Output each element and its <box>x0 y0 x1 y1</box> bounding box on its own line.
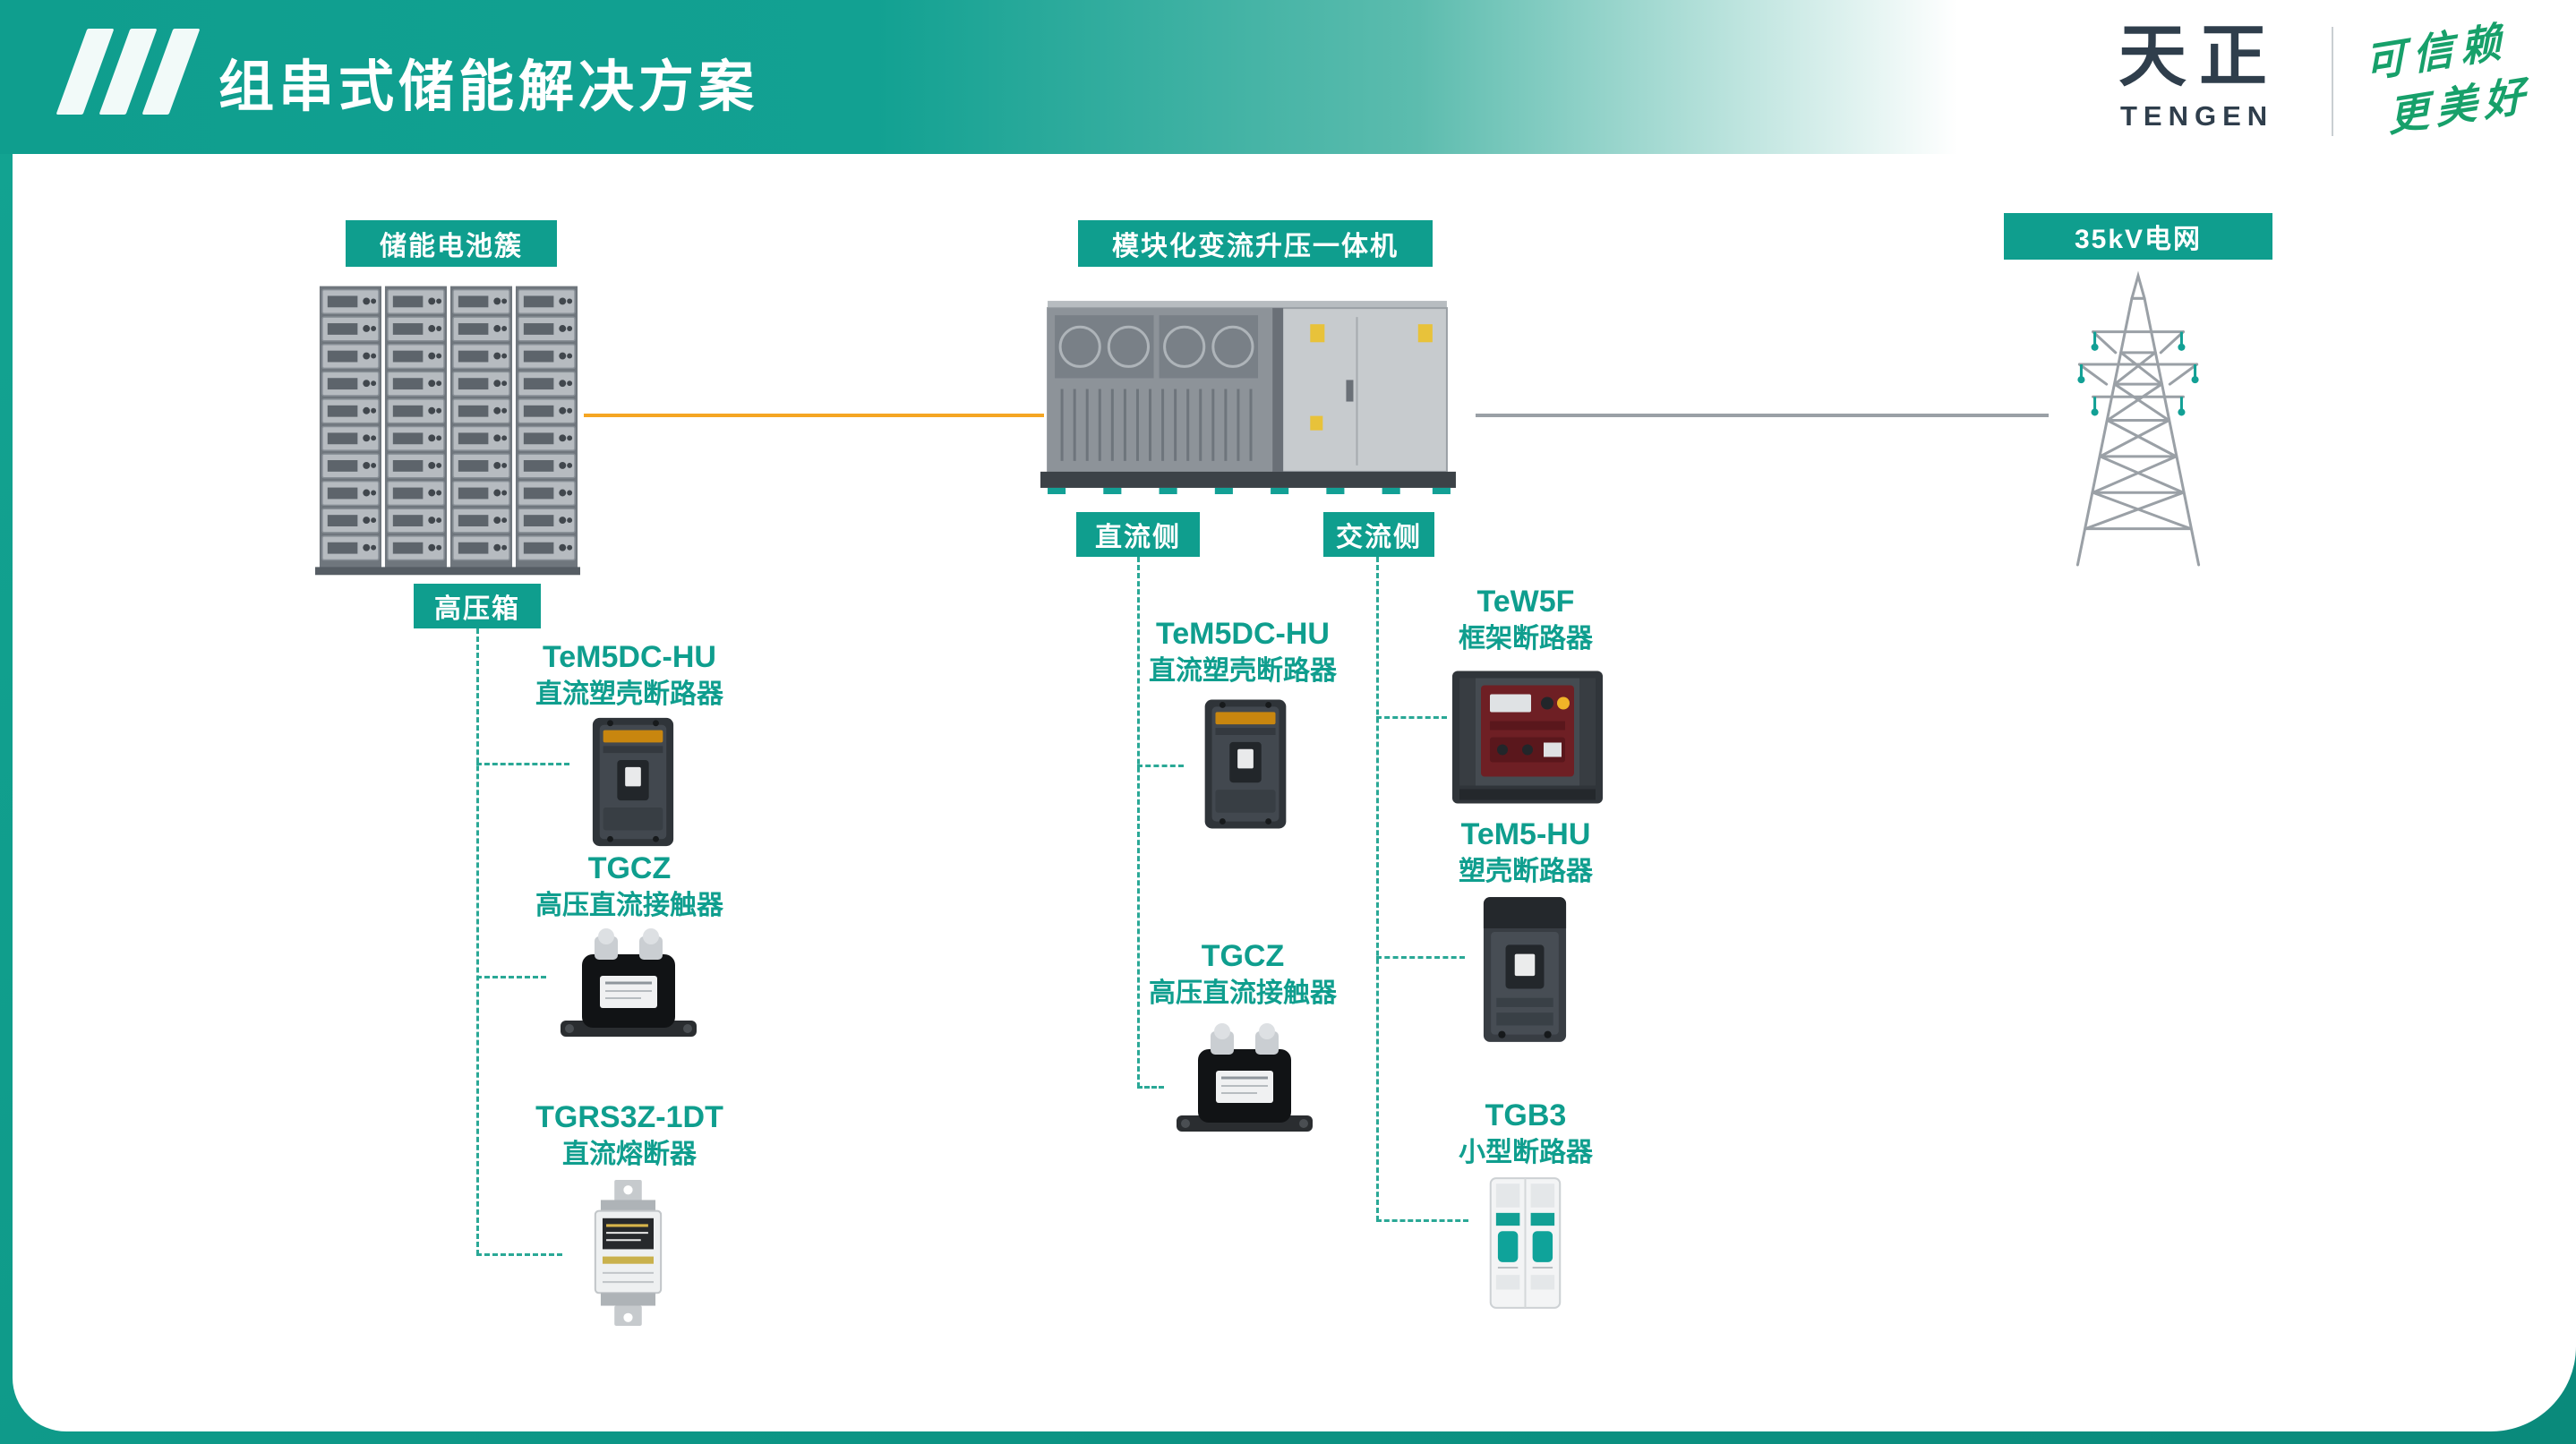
hv-box-label: 高压箱 <box>414 584 541 628</box>
pcs-container-illustration <box>1040 279 1463 503</box>
hv-box-stub-2 <box>476 976 546 978</box>
grid-label: 35kV电网 <box>2004 213 2272 260</box>
battery-rack-illustration <box>315 276 580 578</box>
product-name: 高压直流接触器 <box>1149 978 1337 1008</box>
hv-box-stub-1 <box>476 763 569 765</box>
product-text-hvbox-1: TeM5DC-HU 直流塑壳断路器 <box>486 637 773 713</box>
product-name: 高压直流接触器 <box>535 891 723 920</box>
product-text-dc-2: TGCZ 高压直流接触器 <box>1100 936 1386 1012</box>
hv-box-stub-3 <box>476 1253 562 1256</box>
dc-side-label: 直流侧 <box>1076 512 1200 557</box>
product-text-hvbox-2: TGCZ 高压直流接触器 <box>486 849 773 924</box>
product-name: 直流塑壳断路器 <box>535 679 723 709</box>
battery-cluster-label: 储能电池簇 <box>346 220 557 267</box>
tgb3-mcb-image <box>1468 1173 1583 1314</box>
product-model: TGCZ <box>587 851 672 885</box>
product-name: 框架断路器 <box>1459 624 1593 654</box>
product-model: TGB3 <box>1485 1098 1567 1132</box>
pcs-label: 模块化变流升压一体机 <box>1078 220 1433 267</box>
tgcz-contactor-image-dc <box>1164 1013 1325 1158</box>
product-text-ac-3: TGB3 小型断路器 <box>1391 1096 1660 1171</box>
product-text-dc-1: TeM5DC-HU 直流塑壳断路器 <box>1100 614 1386 689</box>
dc-side-stub-1 <box>1137 765 1184 767</box>
brand-logo-cn: 天正 <box>2118 19 2280 95</box>
product-text-ac-1: TeW5F 框架断路器 <box>1391 582 1660 657</box>
brand-logo-en: TENGEN <box>2120 100 2274 132</box>
product-name: 塑壳断路器 <box>1459 857 1593 886</box>
product-text-ac-2: TeM5-HU 塑壳断路器 <box>1391 815 1660 890</box>
tem5dc-hu-breaker-image <box>569 714 697 850</box>
ac-side-stub-2 <box>1376 956 1465 959</box>
ac-connection-line <box>1476 414 2049 417</box>
tgcz-contactor-image <box>546 924 711 1058</box>
ac-side-callout-line <box>1376 557 1379 1221</box>
product-text-hvbox-3: TGRS3Z-1DT 直流熔断器 <box>486 1098 773 1173</box>
product-model: TeM5-HU <box>1460 817 1591 851</box>
grid-tower-illustration <box>2043 267 2233 569</box>
triple-slash-icon <box>56 29 201 115</box>
hv-box-callout-line <box>476 628 479 1255</box>
ac-side-stub-1 <box>1376 716 1447 719</box>
product-model: TeW5F <box>1476 585 1575 619</box>
tem5dc-hu-breaker-image-dc <box>1184 689 1307 840</box>
tgrs3z-fuse-image <box>562 1178 695 1329</box>
tew5f-acb-image <box>1447 662 1608 813</box>
dc-side-stub-2 <box>1137 1086 1164 1089</box>
ac-side-stub-3 <box>1376 1219 1468 1222</box>
product-name: 直流熔断器 <box>562 1140 697 1169</box>
product-model: TGCZ <box>1201 939 1285 973</box>
product-name: 直流塑壳断路器 <box>1149 656 1337 686</box>
product-model: TeM5DC-HU <box>1156 617 1330 651</box>
product-model: TGRS3Z-1DT <box>535 1100 723 1134</box>
header-band: 组串式储能解决方案 <box>0 0 2576 154</box>
dc-connection-line <box>584 414 1044 417</box>
page-title: 组串式储能解决方案 <box>218 56 759 118</box>
logo-divider <box>2332 27 2333 136</box>
ac-side-label: 交流侧 <box>1323 512 1434 557</box>
product-model: TeM5DC-HU <box>543 640 716 674</box>
tem5-hu-breaker-image <box>1465 892 1585 1047</box>
product-name: 小型断路器 <box>1459 1138 1593 1167</box>
dc-side-callout-line <box>1137 557 1140 1088</box>
